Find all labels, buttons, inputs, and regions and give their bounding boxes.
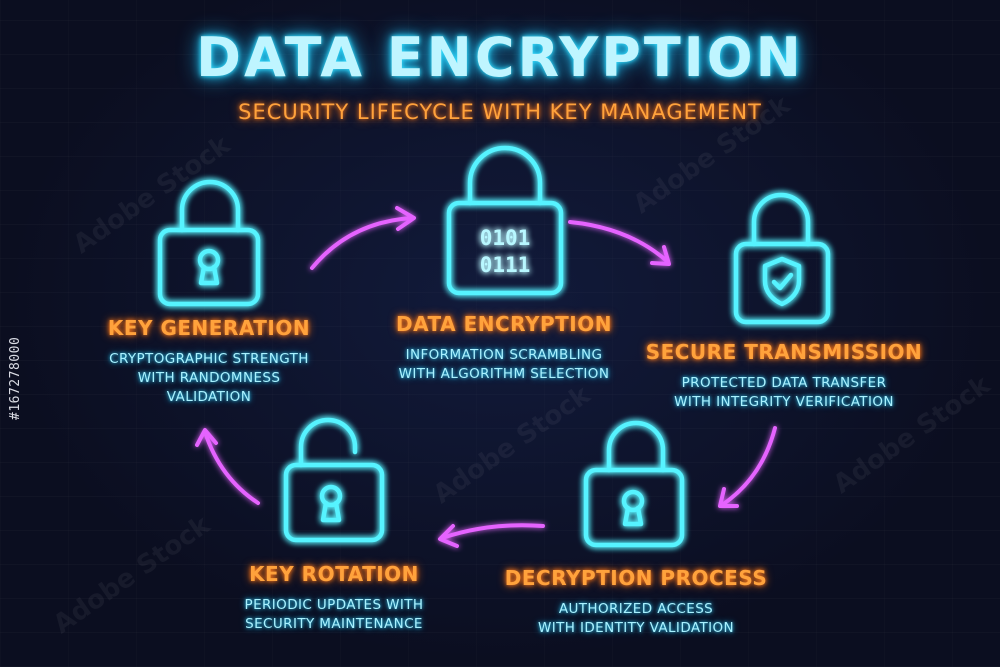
step-description: PROTECTED DATA TRANSFER WITH INTEGRITY V… — [636, 374, 932, 412]
step-key-rotation: KEY ROTATION PERIODIC UPDATES WITH SECUR… — [210, 562, 458, 634]
step-title: SECURE TRANSMISSION — [645, 340, 923, 364]
arrow-data-encryption-to-secure-transmission — [568, 220, 671, 266]
step-description-line: VALIDATION — [166, 389, 252, 405]
step-description: AUTHORIZED ACCESS WITH IDENTITY VALIDATI… — [490, 600, 782, 638]
lock-icon — [157, 179, 261, 307]
step-description: CRYPTOGRAPHIC STRENGTH WITH RANDOMNESS V… — [82, 350, 336, 407]
step-description-line: CRYPTOGRAPHIC STRENGTH — [109, 351, 309, 367]
step-description: PERIODIC UPDATES WITH SECURITY MAINTENAN… — [210, 596, 458, 634]
step-description-line: PROTECTED DATA TRANSFER — [681, 375, 887, 391]
step-title: DECRYPTION PROCESS — [504, 566, 768, 590]
step-description-line: WITH INTEGRITY VERIFICATION — [674, 394, 894, 410]
step-description: INFORMATION SCRAMBLING WITH ALGORITHM SE… — [364, 346, 644, 384]
arrow-key-generation-to-data-encryption — [310, 206, 416, 270]
step-key-generation: KEY GENERATION CRYPTOGRAPHIC STRENGTH WI… — [82, 316, 336, 407]
step-title: KEY GENERATION — [107, 316, 311, 340]
shield-lock-icon — [733, 192, 831, 325]
step-decryption-process: DECRYPTION PROCESS AUTHORIZED ACCESS WIT… — [490, 566, 782, 638]
page-subtitle: SECURITY LIFECYCLE WITH KEY MANAGEMENT — [238, 100, 762, 124]
step-description-line: PERIODIC UPDATES WITH — [244, 597, 424, 613]
step-data-encryption: DATA ENCRYPTION INFORMATION SCRAMBLING W… — [364, 312, 644, 384]
step-description-line: AUTHORIZED ACCESS — [558, 601, 714, 617]
page-title: DATA ENCRYPTION — [196, 26, 804, 89]
step-description-line: INFORMATION SCRAMBLING — [405, 347, 603, 363]
step-secure-transmission: SECURE TRANSMISSION PROTECTED DATA TRANS… — [636, 340, 932, 412]
open-lock-icon — [283, 417, 385, 543]
binary-lock-text-top: 0101 — [480, 226, 531, 250]
step-title: DATA ENCRYPTION — [396, 312, 612, 336]
binary-lock-text-bottom: 0111 — [480, 253, 531, 277]
arrow-secure-transmission-to-decryption-process — [718, 426, 777, 508]
step-description-line: WITH RANDOMNESS — [137, 370, 281, 386]
step-description-line: SECURITY MAINTENANCE — [245, 616, 423, 632]
arrow-decryption-process-to-key-rotation — [438, 523, 545, 548]
arrow-key-rotation-to-key-generation — [195, 428, 260, 505]
step-description-line: WITH ALGORITHM SELECTION — [398, 366, 610, 382]
lock-icon — [583, 420, 685, 548]
step-title: KEY ROTATION — [249, 562, 419, 586]
step-description-line: WITH IDENTITY VALIDATION — [537, 620, 735, 636]
binary-lock-icon: 0101 0111 — [446, 145, 564, 296]
